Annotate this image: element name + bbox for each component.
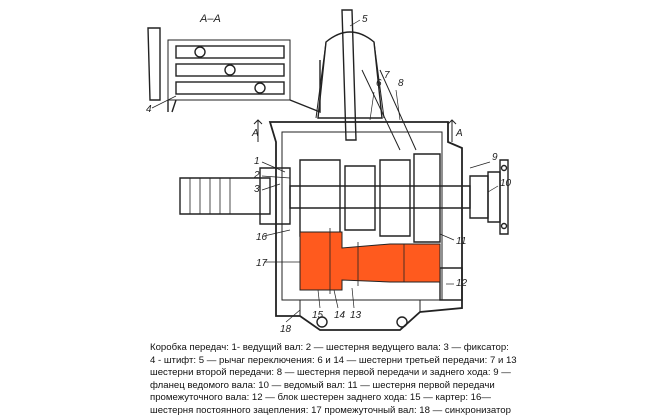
caption-line: фланец ведомого вала: 10 — ведомый вал: … [150,379,495,391]
caption-line: Коробка передач: 1- ведущий вал: 2 — шес… [150,342,509,353]
section-marker-right: А [455,128,463,139]
countershaft-highlight [299,228,441,294]
callout-1: 1 [254,156,260,167]
inset-link [289,60,321,114]
synchronizer [344,165,376,231]
shift-fork-rods [361,69,417,151]
second-gear [379,159,411,237]
callout-15: 15 [312,310,324,321]
inset-detent-3 [254,82,266,94]
gear-lever [341,9,357,141]
callout-17: 17 [256,258,268,269]
inset-pin [167,99,177,113]
section-arrow-right [447,119,457,142]
callout-7: 7 [384,70,390,81]
inset-detent-1 [194,46,206,58]
callout-3: 3 [254,184,260,195]
lever-tower [317,31,383,119]
output-bearing [469,175,489,219]
callout-9: 9 [492,152,498,163]
output-shaft-end [487,171,501,223]
output-flange [499,159,509,235]
inset-left-plate [147,27,161,101]
callout-10: 10 [500,178,512,189]
drain-plug [316,316,328,328]
fill-plug [396,316,408,328]
callout-11: 11 [456,236,466,247]
input-bearing [259,167,291,225]
inset-frame [167,39,291,101]
reverse-gear-block [439,267,463,301]
callout-4: 4 [146,104,152,115]
callout-8: 8 [398,78,404,89]
leader-lines [151,19,499,323]
caption-line: промежуточного вала: 12 — блок шестерен … [150,392,491,404]
section-arrow-left [253,119,263,142]
callout-12: 12 [456,278,468,289]
first-reverse-gear [413,153,441,243]
inset-detent-2 [224,64,236,76]
inset-rod-1 [175,45,285,59]
callout-6: 6 [376,78,382,89]
section-title: А–А [199,13,221,25]
input-shaft-splines [189,178,231,214]
gearbox-drawing: А–А А А 1 2 3 4 5 6 7 8 9 10 11 12 13 14… [146,9,512,335]
callout-18: 18 [280,324,292,335]
caption-line: 4 - штифт: 5 — рычаг переключения: 6 и 1… [150,354,517,366]
callout-2: 2 [253,170,260,181]
callout-5: 5 [362,14,368,25]
linework [147,9,509,331]
gearbox-housing [268,121,463,331]
countershaft [299,231,441,291]
callout-14: 14 [334,310,346,321]
section-marker-left: А [251,128,259,139]
inset-rod-3 [175,81,285,95]
inset-rod-2 [175,63,285,77]
flange-bolt-bottom [500,222,508,230]
input-shaft [179,177,271,215]
figure-caption: Коробка передач: 1- ведущий вал: 2 — шес… [150,342,526,418]
housing-ribs [299,300,421,316]
callout-13: 13 [350,310,362,321]
caption-line: шестерня постоянного зацепления: 17 пром… [150,404,511,416]
callout-16: 16 [256,232,268,243]
gearbox-diagram: А–А А А 1 2 3 4 5 6 7 8 9 10 11 12 13 14… [146,9,512,335]
caption-line: шестерни второй передачи: 8 — шестерня п… [150,367,511,379]
lever-tower-wall [315,41,385,119]
drive-gear [299,159,341,237]
flange-bolt-top [500,164,508,172]
